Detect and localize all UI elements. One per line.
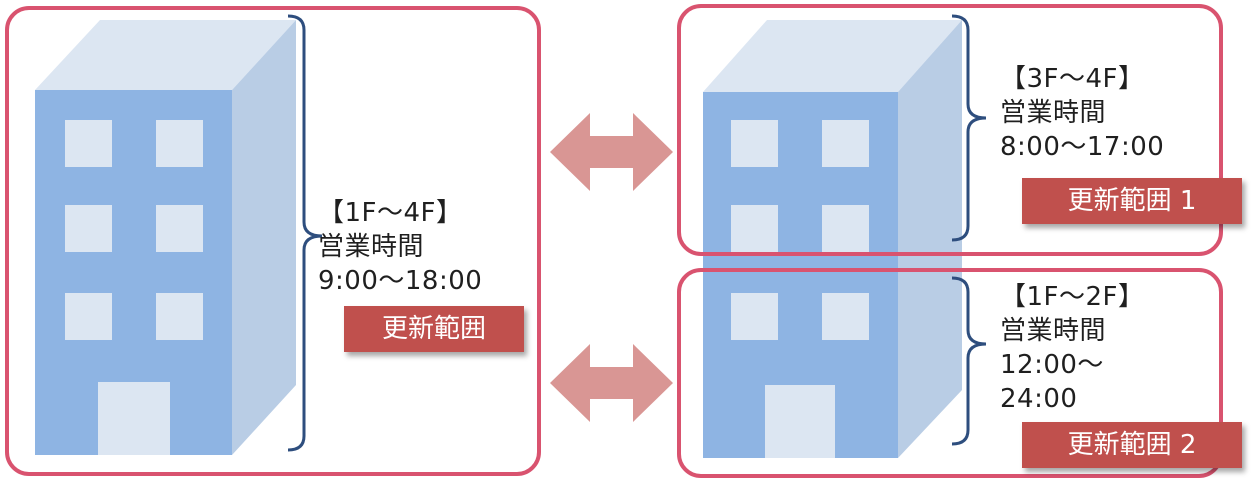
right-window [731,205,778,252]
right-bottom-panel-info: 【1F～2F】 営業時間 12:00～ 24:00 [1000,280,1145,416]
left-window [65,205,112,252]
right-window [822,120,869,167]
right-top-brace [951,14,987,242]
right-building-top [703,20,962,92]
right-window [731,120,778,167]
right-bottom-hours-value-line2: 24:00 [1000,384,1078,414]
right-window [731,293,778,340]
right-bottom-badge-label: 更新範囲 2 [1067,430,1197,460]
left-window [65,120,112,167]
left-window [156,293,203,340]
right-window [822,205,869,252]
lower-double-arrow-icon [550,344,673,422]
right-bottom-panel-frame [677,268,1223,478]
left-building-top [35,20,296,90]
left-panel-info: 【1F～4F】 営業時間 9:00～18:00 [318,196,482,298]
right-bottom-update-scope-badge: 更新範囲 2 [1022,422,1242,468]
left-window [156,205,203,252]
left-floors-label: 【1F～4F】 [318,198,463,228]
left-panel-frame [5,6,541,476]
right-top-update-scope-badge: 更新範囲 1 [1022,178,1242,224]
right-top-panel-info: 【3F～4F】 営業時間 8:00～17:00 [1000,62,1164,164]
left-update-scope-badge: 更新範囲 [344,306,524,352]
right-bottom-hours-value-line1: 12:00～ [1000,350,1104,380]
left-brace [287,14,323,452]
right-window [822,293,869,340]
left-hours-label: 営業時間 [318,232,425,262]
right-top-panel-frame [677,4,1223,256]
right-top-floors-label: 【3F～4F】 [1000,64,1145,94]
left-hours-value: 9:00～18:00 [318,266,483,296]
left-building-icon [35,20,296,455]
right-top-hours-label: 営業時間 [1000,98,1107,128]
left-badge-label: 更新範囲 [381,314,486,344]
right-bottom-floors-label: 【1F～2F】 [1000,282,1145,312]
right-building-side [898,20,962,458]
right-top-badge-label: 更新範囲 1 [1067,186,1197,216]
right-door [765,385,835,458]
right-building-icon [703,20,962,458]
left-window [65,293,112,340]
right-top-hours-value: 8:00～17:00 [1000,132,1165,162]
left-door [98,382,170,455]
left-building-side [232,20,296,455]
upper-double-arrow-icon [550,113,673,191]
right-bottom-hours-label: 営業時間 [1000,316,1107,346]
left-window [156,120,203,167]
right-bottom-brace [951,276,987,446]
